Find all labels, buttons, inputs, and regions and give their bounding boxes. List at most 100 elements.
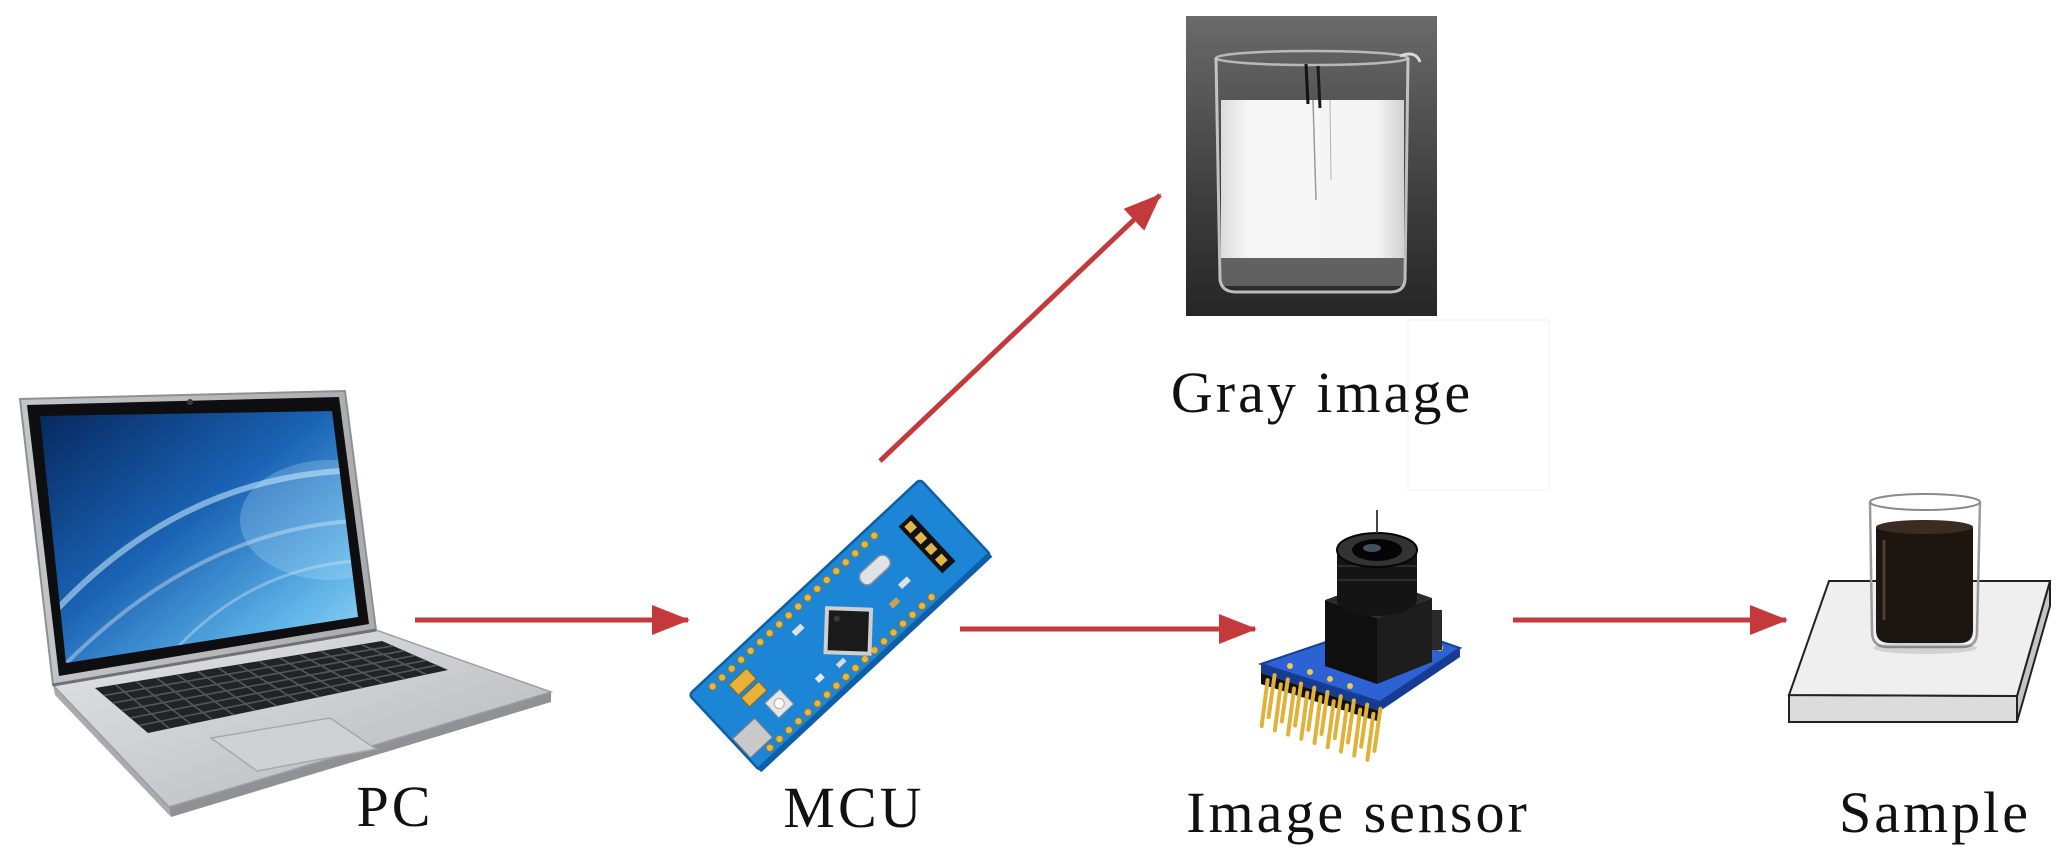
header-pin bbox=[904, 520, 917, 534]
key-column-line bbox=[114, 684, 170, 730]
camera-pin bbox=[1299, 690, 1310, 741]
pcb-edge bbox=[757, 552, 993, 773]
chip-package bbox=[827, 610, 869, 652]
pin-hole bbox=[746, 646, 755, 655]
pin-hole bbox=[813, 699, 822, 708]
pin-hole bbox=[708, 682, 717, 691]
beaker-on-plate-icon bbox=[1787, 493, 2052, 723]
laptop-screen bbox=[40, 411, 358, 663]
beaker-rim bbox=[1869, 493, 1981, 511]
pin-hole bbox=[832, 681, 841, 690]
sample-liquid bbox=[1876, 527, 1973, 643]
label-gray-image: Gray image bbox=[1170, 360, 1474, 425]
laptop-hinge bbox=[52, 628, 377, 687]
key-column-line bbox=[238, 663, 299, 703]
smd-part bbox=[888, 597, 901, 609]
key-column-line bbox=[176, 673, 235, 716]
key-column-line bbox=[320, 650, 385, 685]
camera-bracket bbox=[1432, 610, 1442, 650]
plate-front bbox=[1788, 693, 2018, 723]
pin-hole bbox=[765, 629, 774, 638]
pin-hole bbox=[917, 601, 927, 611]
pin-hole-rows bbox=[708, 531, 936, 752]
lens-glint bbox=[1363, 544, 1381, 552]
key-column-line bbox=[279, 657, 342, 694]
beaker-rim bbox=[1214, 49, 1410, 67]
pin-hole bbox=[832, 566, 841, 576]
pin-hole bbox=[803, 708, 813, 717]
smd-part bbox=[835, 657, 847, 669]
beaker-bottom bbox=[1221, 258, 1404, 286]
stir-mark bbox=[1304, 63, 1310, 105]
pin-hole bbox=[822, 575, 831, 585]
key-column-line bbox=[340, 646, 406, 680]
header-pin bbox=[914, 531, 928, 545]
pin-hole bbox=[794, 717, 803, 726]
camera-pin bbox=[1332, 694, 1343, 741]
key-column-line bbox=[197, 670, 256, 712]
camera-pin bbox=[1325, 699, 1336, 750]
pin-hole bbox=[718, 673, 727, 682]
mcu-chip bbox=[823, 606, 874, 656]
pin-hole bbox=[737, 655, 746, 664]
arrow-mcu-to-gray-image bbox=[878, 193, 1162, 463]
pin-hole bbox=[727, 664, 736, 673]
key-column-line bbox=[299, 653, 363, 689]
pin-hole bbox=[908, 610, 917, 619]
faint-frame bbox=[1407, 319, 1550, 491]
pin-hole bbox=[794, 602, 803, 611]
pin-hole bbox=[775, 620, 784, 629]
streak bbox=[1329, 99, 1332, 181]
camera-pin bbox=[1312, 695, 1323, 745]
pin-hole bbox=[851, 663, 860, 673]
beaker-shadow bbox=[1873, 642, 1977, 654]
pin-hole bbox=[879, 637, 889, 646]
stir-mark bbox=[1316, 65, 1322, 109]
camera-module-icon bbox=[1257, 510, 1463, 762]
pcb-pad bbox=[1347, 683, 1353, 689]
camera-pin bbox=[1293, 681, 1304, 728]
camera-pin bbox=[1372, 706, 1383, 753]
beaker-spout bbox=[1399, 52, 1422, 63]
camera-pin bbox=[1359, 702, 1370, 749]
mcu-board-icon bbox=[689, 479, 993, 773]
camera-pin bbox=[1365, 711, 1376, 762]
camera-pin bbox=[1279, 677, 1290, 724]
camera-pins bbox=[1259, 673, 1383, 762]
key-column-line bbox=[361, 643, 427, 676]
chip-dot bbox=[833, 615, 840, 622]
camera-body-right bbox=[1377, 598, 1432, 684]
laptop-front-edge bbox=[169, 692, 551, 817]
laptop-left-edge bbox=[53, 685, 171, 817]
beaker-glass bbox=[1868, 501, 1982, 649]
keyboard-keys bbox=[103, 643, 438, 730]
pcb-pad bbox=[1307, 669, 1313, 675]
camera-pin bbox=[1306, 685, 1317, 732]
laptop-trackpad bbox=[209, 717, 378, 772]
liquid-surface bbox=[1876, 520, 1973, 534]
streak bbox=[1312, 99, 1317, 201]
pin-hole bbox=[870, 646, 879, 655]
smd-part bbox=[791, 623, 805, 637]
pin-hole bbox=[898, 619, 908, 628]
camera-pin bbox=[1345, 698, 1356, 745]
pin-hole bbox=[860, 655, 870, 664]
jumper bbox=[728, 667, 757, 696]
gray-image-photo-icon bbox=[1186, 16, 1437, 316]
button-cap bbox=[773, 698, 785, 710]
camera-pin bbox=[1286, 686, 1297, 737]
pin-hole bbox=[870, 531, 879, 540]
pcb-pad bbox=[1327, 676, 1333, 682]
camera-pin bbox=[1266, 673, 1277, 720]
label-mcu: MCU bbox=[783, 775, 925, 840]
label-pc: PC bbox=[356, 774, 434, 839]
beaker-outline bbox=[1214, 57, 1410, 294]
webcam-dot bbox=[187, 399, 193, 405]
jumper bbox=[740, 680, 768, 708]
screen-wallpaper-swooshes bbox=[40, 460, 358, 663]
key-column-line bbox=[258, 660, 320, 698]
pin-hole bbox=[813, 584, 822, 593]
key-column-line bbox=[135, 680, 192, 725]
smd-part bbox=[814, 673, 825, 683]
